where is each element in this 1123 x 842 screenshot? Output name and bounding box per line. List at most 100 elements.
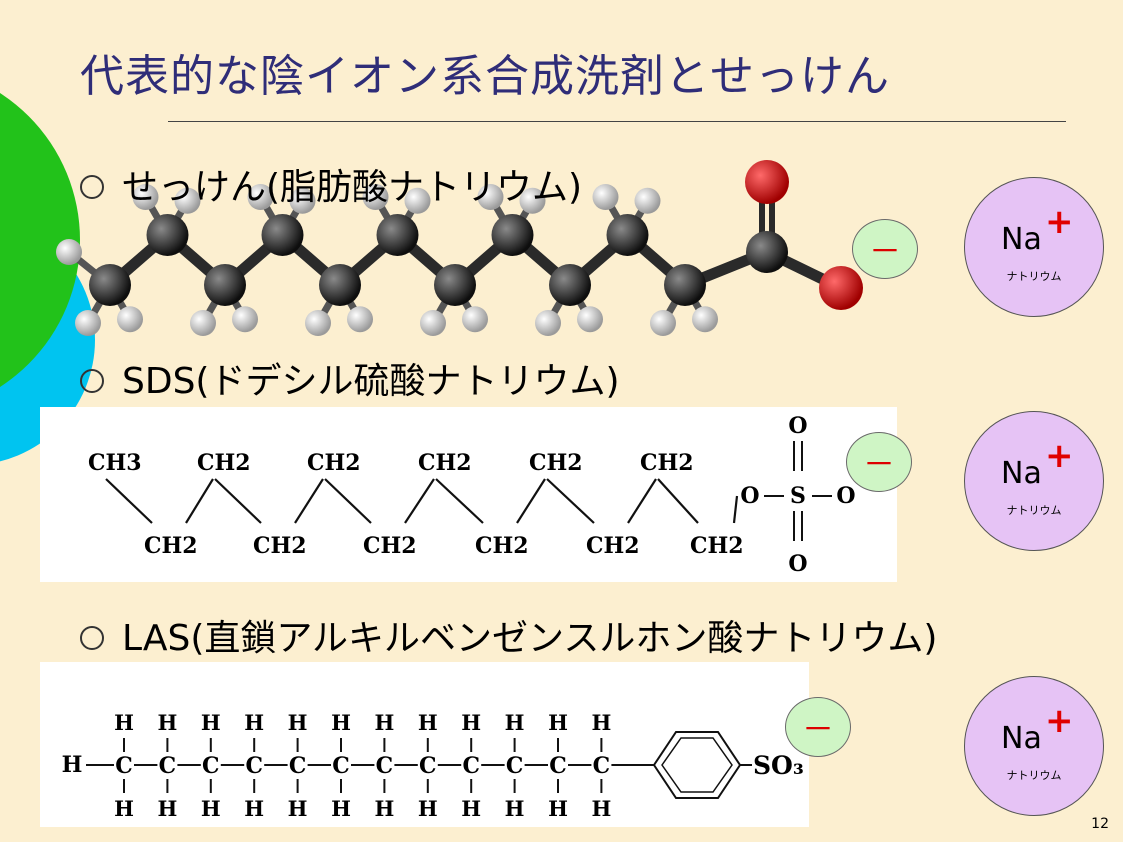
- decorative-circles: [0, 93, 95, 462]
- carbon-atom: [261, 214, 304, 256]
- las-carbon: C: [506, 753, 524, 779]
- las-carbon: C: [593, 753, 611, 779]
- las-hydrogen-bottom: H: [331, 796, 351, 821]
- carbon-atom: [746, 231, 788, 273]
- hydrogen-atom: [362, 184, 389, 210]
- las-hydrogen-top: H: [244, 710, 264, 735]
- sds-bond: [214, 478, 262, 524]
- hydrogen-atom: [247, 184, 274, 210]
- hydrogen-atom: [577, 306, 603, 333]
- sds-top-group: CH2: [307, 450, 361, 476]
- carbon-atom: [434, 264, 476, 306]
- sds-top-group: CH2: [640, 450, 694, 476]
- hydrogen-atom: [347, 306, 373, 333]
- sds-bond: [185, 478, 214, 524]
- sds-top-group: CH2: [418, 450, 472, 476]
- sds-bottom-group: CH2: [363, 533, 417, 559]
- las-carbon: C: [115, 753, 133, 779]
- sds-bond: [435, 478, 484, 524]
- las-hydrogen-top: H: [418, 710, 438, 735]
- hydrogen-atom: [56, 239, 82, 265]
- sds-bond: [105, 478, 153, 524]
- las-hydrogen-top: H: [505, 710, 525, 735]
- bullet-marker: [80, 369, 104, 393]
- las-benzene-ring: [652, 731, 742, 799]
- title-underline: [168, 121, 1066, 122]
- carbon-atom: [376, 214, 419, 256]
- hydrogen-atom: [289, 187, 316, 214]
- na-charge: +: [1045, 202, 1074, 242]
- las-carbon: C: [419, 753, 437, 779]
- hydrogen-atom: [519, 187, 546, 214]
- sds-o-left: O: [740, 483, 759, 509]
- bullet-las: LAS(直鎖アルキルベンゼンスルホン酸ナトリウム): [80, 609, 937, 661]
- sds-top-group: CH3: [88, 450, 142, 476]
- carbon-atom: [146, 214, 189, 256]
- na-charge: +: [1045, 701, 1074, 741]
- bullet-marker: [80, 175, 104, 199]
- sds-top-group: CH2: [197, 450, 251, 476]
- las-hydrogen-top: H: [374, 710, 394, 735]
- soap-atoms: [56, 160, 863, 336]
- las-hydrogen-bottom: H: [374, 796, 394, 821]
- hydrogen-atom: [477, 184, 504, 210]
- sds-bond: [546, 478, 595, 524]
- las-hydrogen-top: H: [157, 710, 177, 735]
- las-hydrogen-bottom: H: [418, 796, 438, 821]
- sds-bottom-group: CH2: [475, 533, 529, 559]
- page-number: 12: [1091, 816, 1109, 832]
- green-circle: [0, 93, 80, 387]
- anion-charge-las: －: [785, 697, 851, 757]
- hydrogen-atom: [420, 310, 446, 336]
- sds-bond: [627, 478, 657, 524]
- na-symbol: Na: [1001, 222, 1042, 257]
- las-hydrogen-top: H: [461, 710, 481, 735]
- hydrogen-atom: [650, 310, 676, 336]
- sds-bottom-group: CH2: [586, 533, 640, 559]
- sodium-ion-soap: Na + ナトリウム: [964, 177, 1104, 317]
- sds-top-group: CH2: [529, 450, 583, 476]
- las-hydrogen-bottom: H: [591, 796, 611, 821]
- bullet-sds-label: SDS(ドデシル硫酸ナトリウム): [122, 361, 620, 402]
- sds-o-top: O: [788, 413, 807, 439]
- na-symbol: Na: [1001, 721, 1042, 756]
- hydrogen-atom: [75, 310, 101, 336]
- hydrogen-atom: [232, 306, 258, 333]
- oxygen-atom: [819, 266, 863, 310]
- las-hydrogen-top: H: [201, 710, 221, 735]
- sodium-ion-las: Na + ナトリウム: [964, 676, 1104, 816]
- las-hydrogen-bottom: H: [157, 796, 177, 821]
- sds-bond: [294, 478, 324, 524]
- las-hydrogen-top: H: [288, 710, 308, 735]
- las-hydrogen-bottom: H: [548, 796, 568, 821]
- las-hydrogen-top: H: [114, 710, 134, 735]
- na-name: ナトリウム: [1006, 769, 1062, 782]
- bullet-marker: [80, 626, 104, 650]
- bullet-las-label: LAS(直鎖アルキルベンゼンスルホン酸ナトリウム): [122, 618, 938, 659]
- las-carbon: C: [549, 753, 567, 779]
- hydrogen-atom: [692, 306, 718, 333]
- hydrogen-atom: [462, 306, 488, 333]
- las-h-end: H: [62, 752, 83, 778]
- las-hydrogen-top: H: [548, 710, 568, 735]
- hydrogen-atom: [174, 187, 201, 214]
- sds-bottom-group: CH2: [144, 533, 198, 559]
- las-hydrogen-bottom: H: [461, 796, 481, 821]
- bullet-sds: SDS(ドデシル硫酸ナトリウム): [80, 352, 620, 404]
- carbon-atom: [664, 264, 706, 306]
- las-hydrogen-bottom: H: [114, 796, 134, 821]
- anion-charge-soap: －: [852, 219, 918, 279]
- slide-title: 代表的な陰イオン系合成洗剤とせっけん: [80, 51, 890, 102]
- sds-s: S: [790, 483, 806, 509]
- las-so3: SO₃: [753, 751, 804, 780]
- hydrogen-atom: [305, 310, 331, 336]
- las-carbon: C: [159, 753, 177, 779]
- las-carbon: C: [202, 753, 220, 779]
- las-hydrogen-bottom: H: [288, 796, 308, 821]
- carbon-atom: [549, 264, 591, 306]
- las-hydrogen-bottom: H: [201, 796, 221, 821]
- las-hydrogen-top: H: [591, 710, 611, 735]
